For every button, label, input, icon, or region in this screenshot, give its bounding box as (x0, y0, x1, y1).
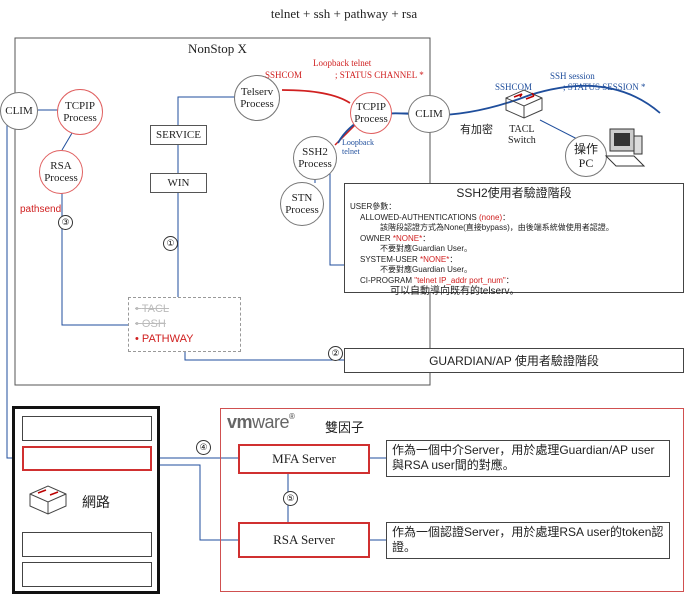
pathway-menu-item-pathway: • PATHWAY (135, 333, 194, 345)
step-4: ④ (196, 440, 211, 455)
nonstop-label: NonStop X (188, 41, 247, 56)
network-switch-icon (29, 485, 67, 515)
rsa-process-label: RSA Process (44, 160, 78, 184)
stn-label: STN Process (285, 192, 319, 216)
stn-node: STN Process (280, 182, 324, 226)
network-slot-4 (22, 562, 152, 587)
network-label: 網路 (82, 494, 110, 510)
loopback-small-label: Loopback telnet (342, 138, 374, 156)
tcpip-right-node: TCPIP Process (350, 92, 392, 134)
mfa-server-box: MFA Server (238, 444, 370, 474)
rsa-process-node: RSA Process (39, 150, 83, 194)
step-3: ③ (58, 215, 73, 230)
rsa-server-label: RSA Server (273, 532, 335, 547)
pathway-menu-item-tacl: • TACL (135, 303, 170, 315)
mfa-server-label: MFA Server (272, 451, 336, 466)
line-pathway-guardian (184, 352, 344, 361)
guardian-auth-label: GUARDIAN/AP 使用者驗證階段 (429, 353, 599, 368)
status-session-label: ; STATUS SESSION * (563, 82, 646, 92)
status-channel-label: ; STATUS CHANNEL * (335, 70, 424, 80)
network-slot-1 (22, 416, 152, 441)
ssh2-line: CI-PROGRAM "telnet IP_addr port_num"： (360, 275, 514, 285)
sshcom-right-label: SSHCOM (495, 82, 533, 92)
telserv-label: Telserv Process (240, 86, 274, 110)
pathsend-label: pathsend (20, 204, 62, 215)
vmware-region (220, 408, 684, 592)
clim-right-label: CLIM (415, 108, 443, 120)
ssh2-line: 不要對應Guardian User。 (380, 244, 473, 253)
pc-node: 操作 PC (565, 135, 607, 177)
rsa-server-box: RSA Server (238, 522, 370, 558)
switch-icon (505, 89, 543, 119)
encrypted-label: 有加密 (460, 124, 493, 136)
twofactor-label: 雙因子 (325, 420, 365, 435)
service-label: SERVICE (156, 129, 201, 141)
ssh2-auth-box: SSH2使用者驗證階段 USER參數：ALLOWED-AUTHENTICATIO… (344, 183, 684, 297)
line-rsa-pathway (61, 193, 128, 326)
ssh-session-label: SSH session (550, 71, 595, 81)
win-label: WIN (167, 177, 190, 189)
pc-icon (604, 128, 646, 167)
network-slot-active (22, 446, 152, 471)
service-box: SERVICE (150, 125, 207, 145)
ssh2-line: 不要對應Guardian User。 (380, 265, 473, 274)
page-title: telnet + ssh + pathway + rsa (270, 6, 418, 21)
tcpip-left-label: TCPIP Process (63, 100, 97, 124)
vmware-logo: vmware® (227, 412, 295, 432)
ssh2-label: SSH2 Process (298, 146, 332, 170)
tcpip-right-label: TCPIP Process (354, 101, 388, 125)
mfa-note: 作為一個中介Server，用於處理Guardian/AP user與RSA us… (386, 440, 670, 477)
step-1: ① (163, 236, 178, 251)
step-2: ② (328, 346, 343, 361)
loopback-arrow (281, 89, 351, 104)
ssh2-line: OWNER *NONE*： (360, 233, 431, 243)
pathway-menu: • TACL • OSH • PATHWAY (128, 297, 241, 352)
loopback-telnet-label: Loopback telnet (313, 58, 372, 68)
mfa-note-text: 作為一個中介Server，用於處理Guardian/AP user與RSA us… (392, 443, 655, 472)
pathway-menu-item-osh: • OSH (135, 318, 166, 330)
win-box: WIN (150, 173, 207, 193)
clim-left-node: CLIM (0, 92, 38, 130)
sshcom-left-label: SSHCOM (265, 70, 303, 80)
tcpip-left-node: TCPIP Process (57, 89, 103, 135)
tacl-switch-label: TACL Switch (508, 124, 536, 146)
rsa-note: 作為一個認證Server，用於處理RSA user的token認證。 (386, 522, 670, 559)
rsa-note-text: 作為一個認證Server，用於處理RSA user的token認證。 (392, 525, 664, 554)
ssh2-node: SSH2 Process (293, 136, 337, 180)
ssh2-line: 可以自動導向既有的telserv。 (390, 286, 520, 297)
step-5: ⑤ (283, 491, 298, 506)
guardian-auth-box: GUARDIAN/AP 使用者驗證階段 (344, 348, 684, 373)
ssh2-line: ALLOWED-AUTHENTICATIONS (none)： (360, 212, 511, 222)
ssh2-auth-title: SSH2使用者驗證階段 (456, 186, 572, 200)
clim-right-node: CLIM (408, 95, 450, 133)
telserv-node: Telserv Process (234, 75, 280, 121)
ssh2-line: USER參數： (350, 202, 397, 211)
ssh2-line: 該階段認證方式為None(直接bypass)，由後端系統做使用者認證。 (380, 223, 614, 232)
network-slot-3 (22, 532, 152, 557)
ssh2-auth-lines: USER參數：ALLOWED-AUTHENTICATIONS (none)：該階… (350, 202, 678, 298)
ssh2-line: SYSTEM-USER *NONE*： (360, 254, 458, 264)
clim-left-label: CLIM (5, 105, 33, 117)
pc-label: 操作 PC (573, 142, 598, 170)
